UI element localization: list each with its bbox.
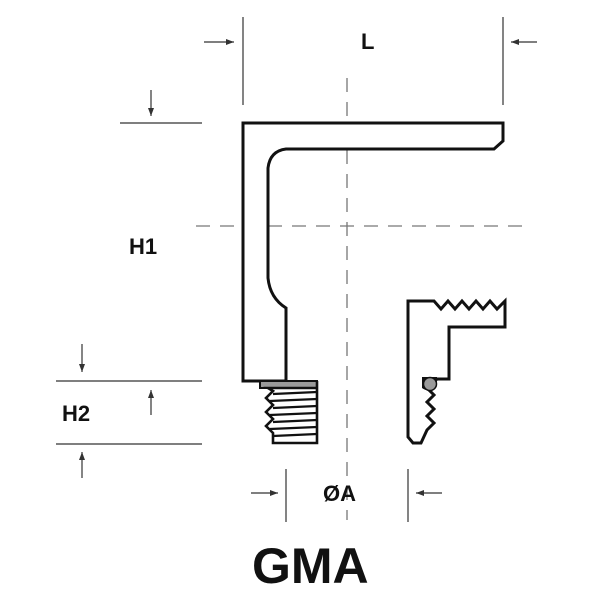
- elbow-outline: [241, 121, 505, 383]
- elbow-fitting-body: [241, 121, 505, 383]
- dimension-label-length: L: [361, 29, 375, 54]
- height-2-dimension: [56, 344, 202, 478]
- height-1-dimension: [120, 90, 202, 124]
- dimension-label-height-2: H2: [62, 401, 91, 426]
- o-ring-seal: [422, 376, 438, 392]
- length-dimension: [204, 17, 537, 105]
- dimension-label-height-1: H1: [129, 234, 158, 259]
- cross-section-detail: [406, 297, 507, 445]
- threaded-stem: [259, 380, 319, 445]
- thread-lines: [269, 390, 318, 438]
- drawing-title: GMA: [252, 538, 369, 594]
- section-outline: [406, 297, 507, 445]
- dimension-label-diameter: ØA: [323, 481, 356, 506]
- diameter-dimension: [251, 469, 442, 522]
